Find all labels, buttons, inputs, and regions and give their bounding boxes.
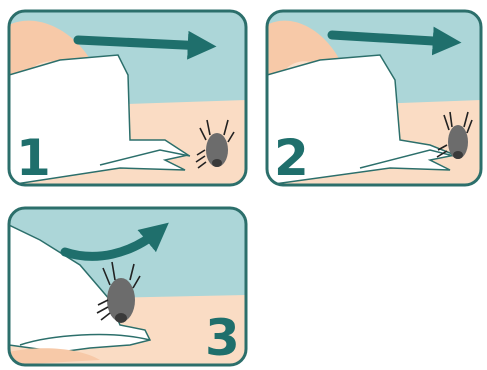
panel-step-2: 2 xyxy=(267,11,481,187)
step-number-2: 2 xyxy=(274,129,309,187)
step-number-1: 1 xyxy=(16,129,51,187)
step-number-3: 3 xyxy=(205,309,240,367)
panel-step-3: 3 xyxy=(9,208,246,367)
panel-step-1: 1 xyxy=(9,11,246,187)
straight-right-arrow xyxy=(78,40,205,46)
